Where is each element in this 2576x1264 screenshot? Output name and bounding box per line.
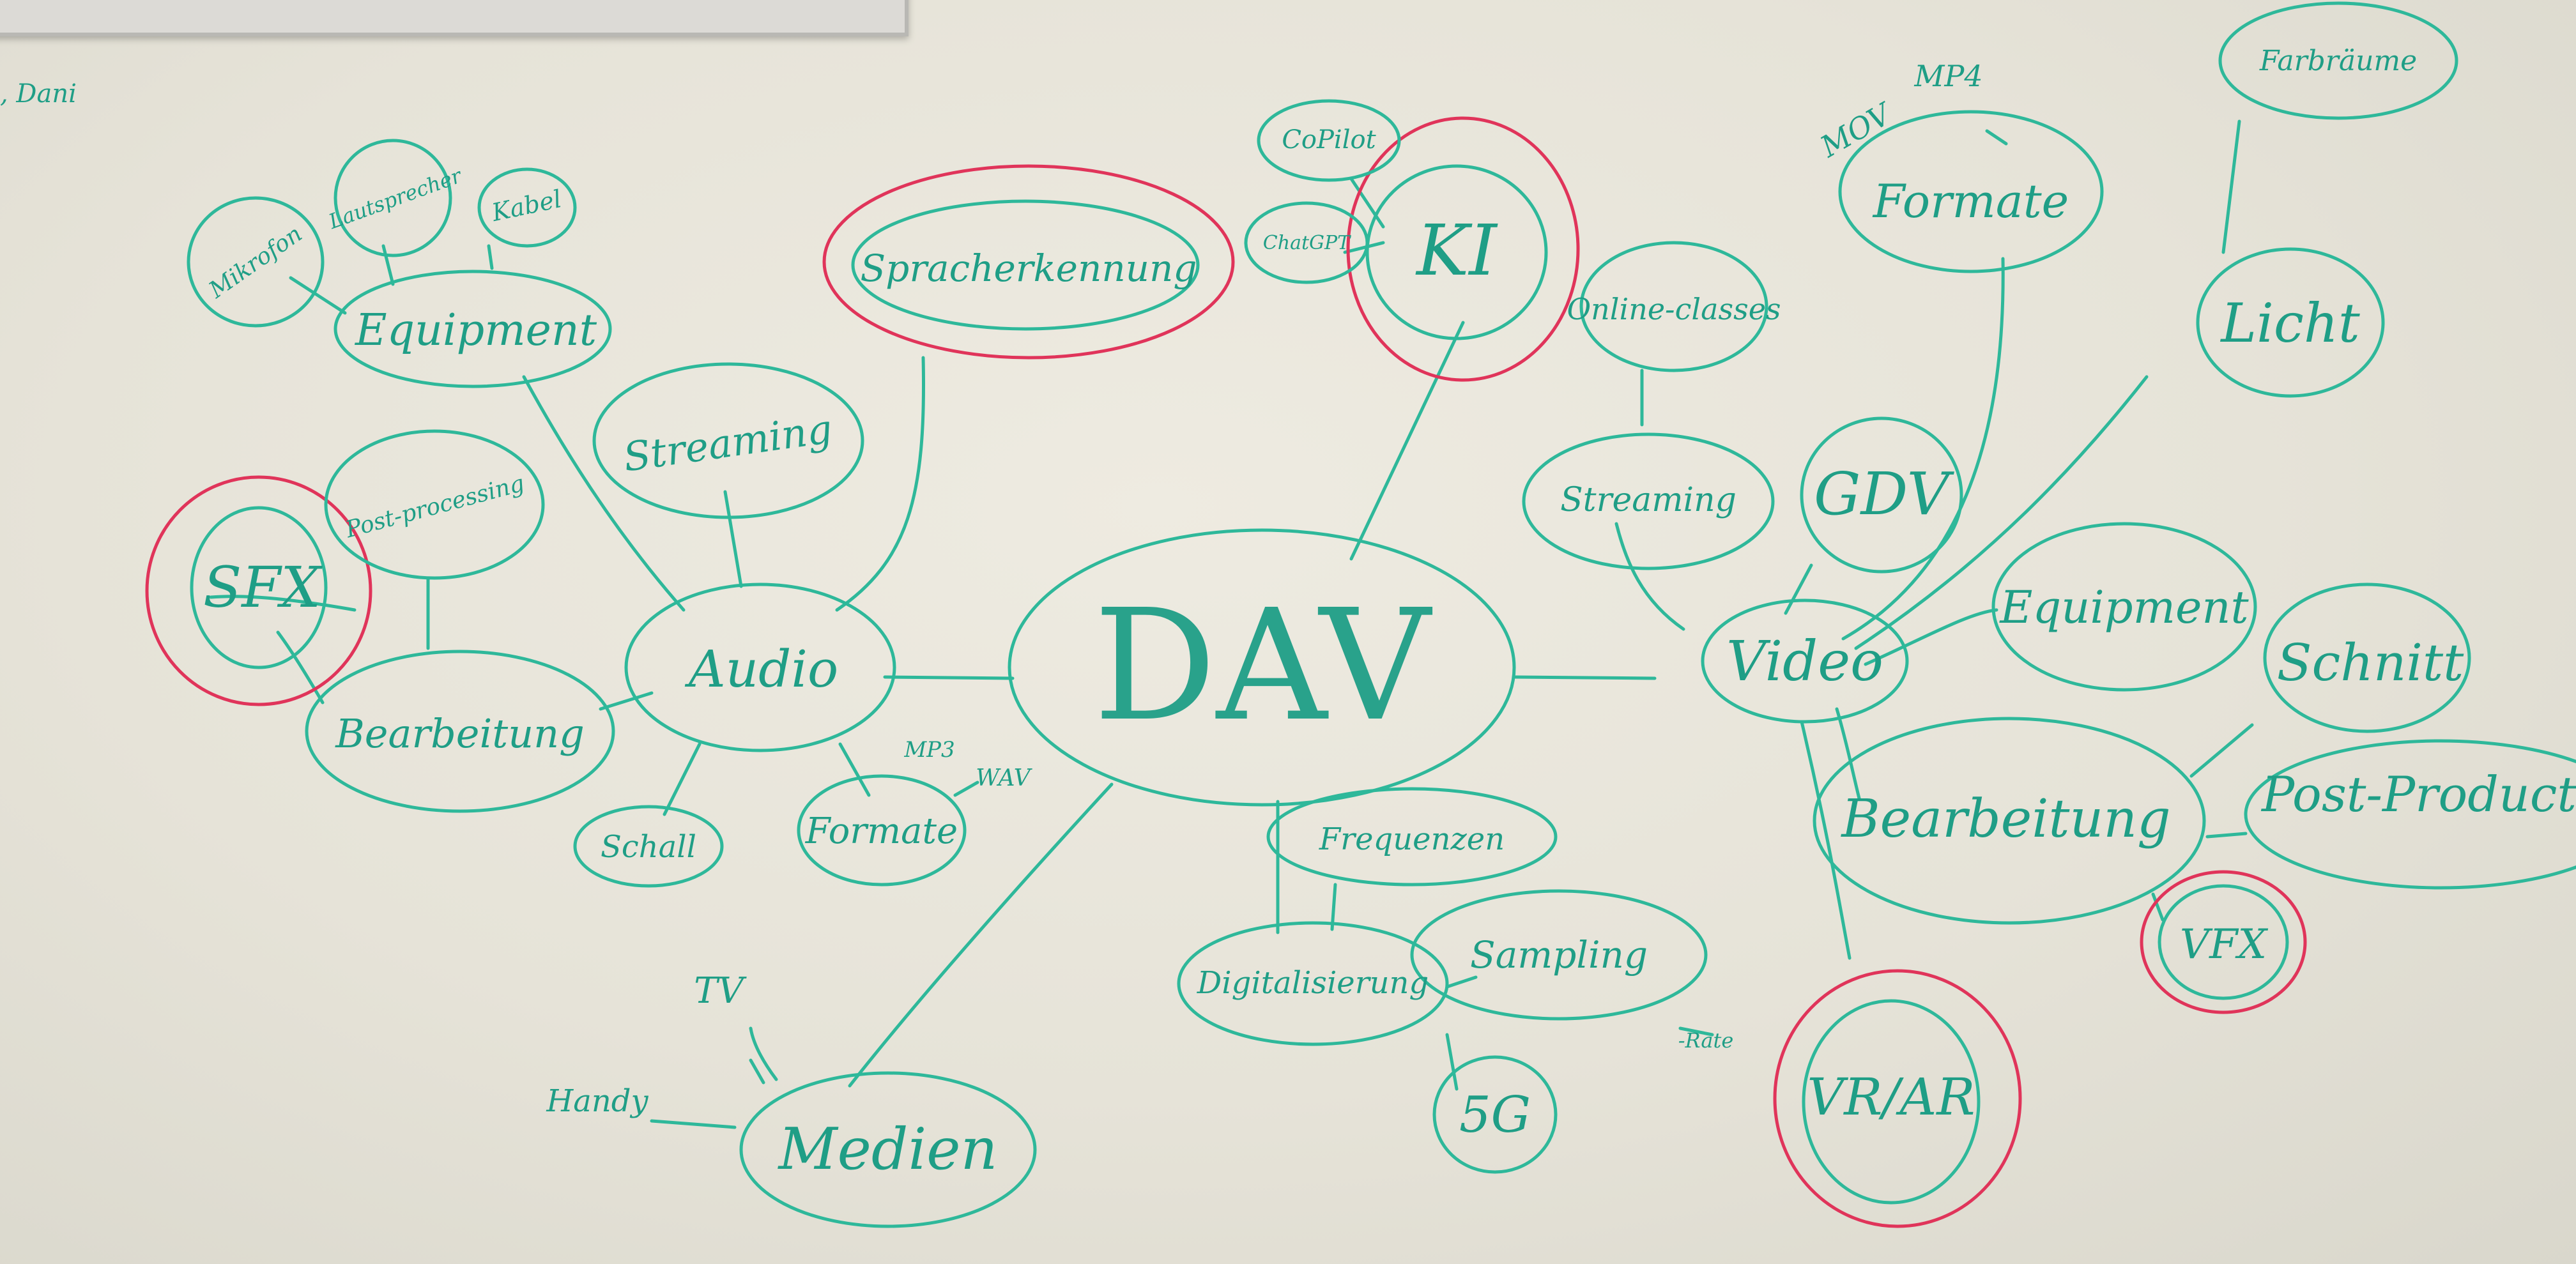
video-label: Video — [1726, 630, 1883, 694]
video-processing-label: Bearbeitung — [1840, 789, 2170, 849]
schall-label: Schall — [601, 829, 696, 865]
copilot-label: CoPilot — [1282, 125, 1376, 155]
audio-processing-label: Bearbeitung — [335, 710, 585, 757]
sampling-label: Sampling — [1470, 933, 1648, 977]
cut-label: Schnitt — [2277, 633, 2464, 692]
frequencies-label: Frequenzen — [1319, 821, 1505, 857]
gdv-label: GDV — [1814, 460, 1955, 528]
chatgpt-label: ChatGPT — [1263, 232, 1351, 254]
mp3-label: MP3 — [903, 737, 954, 763]
audio-equipment-label: Equipment — [354, 305, 597, 356]
sfx-label: SFX — [203, 554, 323, 620]
ki-label: KI — [1415, 209, 1498, 291]
media-label: Medien — [777, 1116, 997, 1183]
connector-lines — [209, 119, 2254, 1129]
vfx-label: VFX — [2180, 921, 2269, 968]
color-spaces-label: Farbräume — [2259, 45, 2417, 77]
center-label: DAV — [1093, 576, 1432, 755]
post-production-label: Post-Production — [2260, 766, 2576, 823]
tv-label: TV — [694, 970, 747, 1012]
fiveg-label: 5G — [1459, 1086, 1531, 1144]
audio-mic-label: Mikrofon — [204, 221, 307, 304]
audio-streaming-label: Streaming — [620, 406, 835, 481]
mp4-label: MP4 — [1913, 59, 1982, 93]
online-classes-label: Online-classes — [1567, 292, 1781, 326]
light-label: Licht — [2220, 292, 2360, 354]
audio-formats-label: Formate — [805, 811, 958, 852]
wav-label: WAV — [976, 765, 1032, 791]
speech-recognition-label: Spracherkennung — [860, 247, 1197, 290]
handy-label: Handy — [546, 1083, 648, 1119]
highlight-circles — [145, 116, 2307, 1228]
wall-frame — [0, 0, 908, 36]
digital-label: Digitalisierung — [1197, 965, 1429, 1001]
audio-postprocessing-label: Post-processing — [342, 470, 527, 543]
video-equipment-label: Equipment — [1998, 581, 2249, 634]
audio-cable-label: Kabel — [489, 185, 564, 227]
corner-note: , Dani — [0, 79, 77, 109]
sampling-rate-label: -Rate — [1678, 1028, 1734, 1053]
node-labels: , Dani DAV Audio Equipment Mikrofon Laut… — [0, 45, 2576, 1183]
vrar-label: VR/AR — [1807, 1067, 1975, 1127]
video-formats-label: Formate — [1872, 174, 2069, 228]
node-bubbles — [187, 1, 2576, 1228]
video-streaming-label: Streaming — [1560, 481, 1736, 519]
audio-label: Audio — [684, 639, 838, 699]
